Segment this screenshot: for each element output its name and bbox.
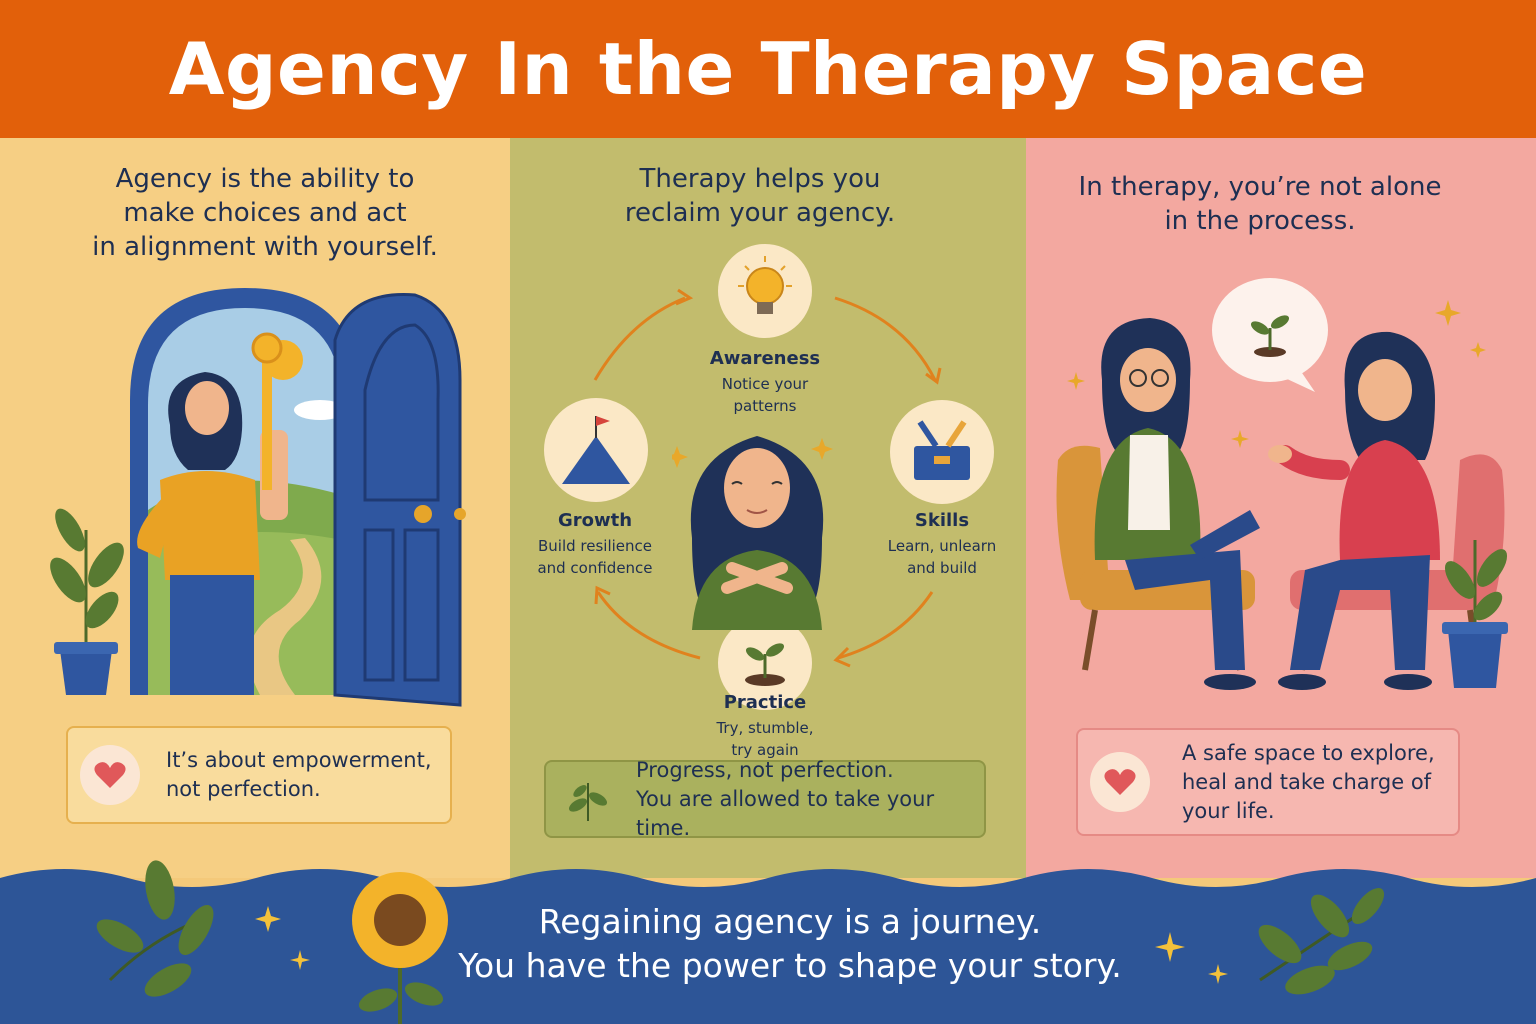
left-heading: Agency is the ability to make choices an… [92,164,438,262]
sparkle-icon [290,950,310,970]
page-title: Agency In the Therapy Space [168,27,1368,111]
left-leaf-branch-icon [96,860,214,997]
cycle-arrows [593,288,942,668]
heart-icon [1090,752,1150,812]
skills-icon-circle [890,400,994,504]
sunflower-icon [352,872,448,1024]
middle-heading: Therapy helps you reclaim your agency. [624,164,896,228]
practice-icon-circle [718,616,812,710]
lightbulb-icon [738,256,792,314]
self-embrace-illustration [672,436,833,630]
heart-icon [80,745,140,805]
progress-text: Progress, not perfection. You are allowe… [636,757,935,840]
sparkle-icon [1155,932,1185,962]
right-leaf-branch-icon [1258,887,1385,995]
door-illustration [50,288,466,707]
step-growth: Growth Build resilience and confidence [537,510,653,577]
footer-message: Regaining agency is a journey. You have … [458,902,1122,985]
sprout-icon [745,643,785,686]
safe-space-text: A safe space to explore, heal and take c… [1182,740,1435,823]
step-practice: Practice Try, stumble, try again [716,692,814,759]
sparkle-icon [255,906,281,932]
safe-space-callout: A safe space to explore, heal and take c… [1076,728,1460,836]
step-skills: Skills Learn, unlearn and build [887,510,997,577]
mountain-flag-icon [562,416,630,484]
growth-icon-circle [544,398,648,502]
leaf-sprig-icon [568,783,608,821]
awareness-icon-circle [718,244,812,338]
empowerment-text: It’s about empowerment, not perfection. [166,748,432,801]
therapy-session-illustration [1056,278,1508,690]
sparkle-icon [1208,964,1228,984]
progress-callout: Progress, not perfection. You are allowe… [544,758,986,840]
right-heading: In therapy, you’re not alone in the proc… [1078,172,1442,236]
title-banner: Agency In the Therapy Space [0,0,1536,138]
step-awareness: Awareness Notice your patterns [709,348,821,415]
footer-band [0,860,1536,1024]
empowerment-callout: It’s about empowerment, not perfection. [66,726,452,824]
toolbox-icon [914,420,970,480]
